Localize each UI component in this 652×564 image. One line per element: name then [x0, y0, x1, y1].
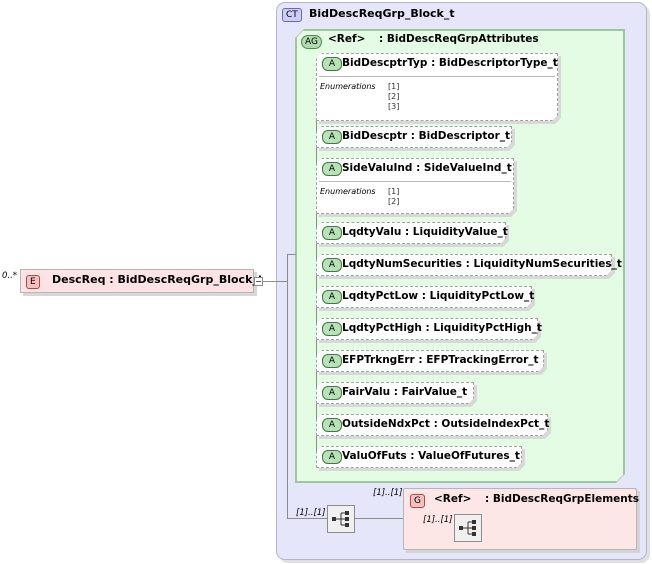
attribute-label: OutsideNdxPct : OutsideIndexPct_t: [342, 418, 550, 430]
group-sequence-node[interactable]: [454, 514, 482, 542]
attribute-outside-ndx-pct[interactable]: A OutsideNdxPct : OutsideIndexPct_t: [316, 414, 548, 436]
enum-divider: [319, 181, 511, 182]
attribute-side-valu-ind[interactable]: A SideValuInd : SideValueInd_t Enumerati…: [316, 158, 514, 214]
element-connector: [263, 281, 287, 282]
attribute-box: [316, 53, 558, 121]
attribute-label: BidDescptrTyp : BidDescriptorType_t: [342, 57, 558, 69]
attribute-box: [316, 318, 538, 340]
sequence-cardinality: [1]..[1]: [296, 508, 326, 518]
attribute-lqdty-pct-low[interactable]: A LqdtyPctLow : LiquidityPctLow_t: [316, 286, 532, 308]
attribute-box: [316, 286, 532, 308]
enum-item: [2]: [388, 197, 400, 206]
group-tag: G: [410, 494, 425, 508]
group-inner-cardinality: [1]..[1]: [423, 515, 453, 525]
attribute-bid-descptr[interactable]: A BidDescptr : BidDescriptor_t: [316, 126, 512, 148]
attribute-lqdty-pct-high[interactable]: A LqdtyPctHigh : LiquidityPctHigh_t: [316, 318, 542, 340]
attribute-box: [316, 158, 514, 214]
connector-to-attribute-group: [287, 254, 296, 255]
element-label: DescReq : BidDescReqGrp_Block_t: [52, 273, 264, 286]
attribute-tag: A: [322, 322, 342, 336]
group-ref: <Ref>: [434, 493, 472, 505]
complex-type-tag: CT: [282, 8, 302, 22]
attribute-tag: A: [322, 57, 342, 71]
group-bid-desc-req-grp-elements[interactable]: [403, 488, 637, 550]
element-desc-req[interactable]: [20, 269, 254, 293]
connector-to-group: [355, 518, 403, 519]
element-tag: E: [26, 275, 40, 289]
attribute-bid-descptr-typ[interactable]: A BidDescptrTyp : BidDescriptorType_t En…: [316, 53, 558, 121]
enum-item: [2]: [388, 92, 400, 101]
attribute-efp-trkng-err[interactable]: A EFPTrkngErr : EFPTrackingError_t: [316, 350, 544, 372]
attribute-tag: A: [322, 130, 342, 144]
attribute-label: BidDescptr : BidDescriptor_t: [342, 130, 511, 142]
sequence-icon: [459, 520, 476, 536]
attribute-lqdty-num-securities[interactable]: A LqdtyNumSecurities : LiquidityNumSecur…: [316, 254, 622, 276]
attribute-label: ValuOfFuts : ValueOfFutures_t: [342, 450, 520, 462]
attribute-box: [316, 414, 548, 436]
attribute-label: FairValu : FairValue_t: [342, 386, 468, 398]
attribute-tag: A: [322, 418, 342, 432]
element-cardinality: 0..*: [2, 271, 18, 281]
attribute-tag: A: [322, 386, 342, 400]
enum-item: [1]: [388, 187, 400, 196]
enumerations-header: Enumerations: [320, 187, 376, 196]
sequence-node[interactable]: [327, 505, 355, 533]
attribute-tag: A: [322, 354, 342, 368]
attribute-label: LqdtyPctLow : LiquidityPctLow_t: [342, 290, 535, 302]
complex-type-name: BidDescReqGrp_Block_t: [309, 7, 455, 20]
connector-to-sequence: [287, 518, 327, 519]
attribute-tag: A: [322, 290, 342, 304]
enum-item: [3]: [388, 102, 400, 111]
attribute-box: [316, 350, 544, 372]
group-cardinality: [1]..[1]: [373, 488, 403, 498]
attribute-fair-valu[interactable]: A FairValu : FairValue_t: [316, 382, 474, 404]
attribute-group-tag: AG: [301, 35, 322, 49]
attribute-box: [316, 446, 522, 468]
enumerations-header: Enumerations: [320, 82, 376, 91]
main-connector-vertical: [287, 254, 288, 518]
attribute-lqdty-valu[interactable]: A LqdtyValu : LiquidityValue_t: [316, 222, 506, 244]
attribute-tag: A: [322, 226, 342, 240]
attribute-label: LqdtyNumSecurities : LiquidityNumSecurit…: [342, 258, 622, 270]
attribute-tag: A: [322, 258, 342, 272]
attribute-label: SideValuInd : SideValueInd_t: [342, 162, 512, 174]
enum-divider: [319, 76, 555, 77]
attribute-box: [316, 126, 512, 148]
attribute-label: LqdtyPctHigh : LiquidityPctHigh_t: [342, 322, 542, 334]
attribute-group-name: : BidDescReqGrpAttributes: [379, 33, 539, 45]
attribute-box: [316, 254, 612, 276]
collapse-toggle[interactable]: −: [254, 277, 263, 286]
attribute-box: [316, 382, 474, 404]
attribute-tag: A: [322, 450, 342, 464]
attribute-tag: A: [322, 162, 342, 176]
attribute-label: LqdtyValu : LiquidityValue_t: [342, 226, 508, 238]
attribute-label: EFPTrkngErr : EFPTrackingError_t: [342, 354, 539, 366]
attribute-valu-of-futs[interactable]: A ValuOfFuts : ValueOfFutures_t: [316, 446, 522, 468]
attribute-group-ref: <Ref>: [328, 33, 366, 45]
enum-item: [1]: [388, 82, 400, 91]
sequence-icon: [332, 511, 349, 527]
group-name: : BidDescReqGrpElements: [485, 493, 640, 505]
attribute-box: [316, 222, 506, 244]
